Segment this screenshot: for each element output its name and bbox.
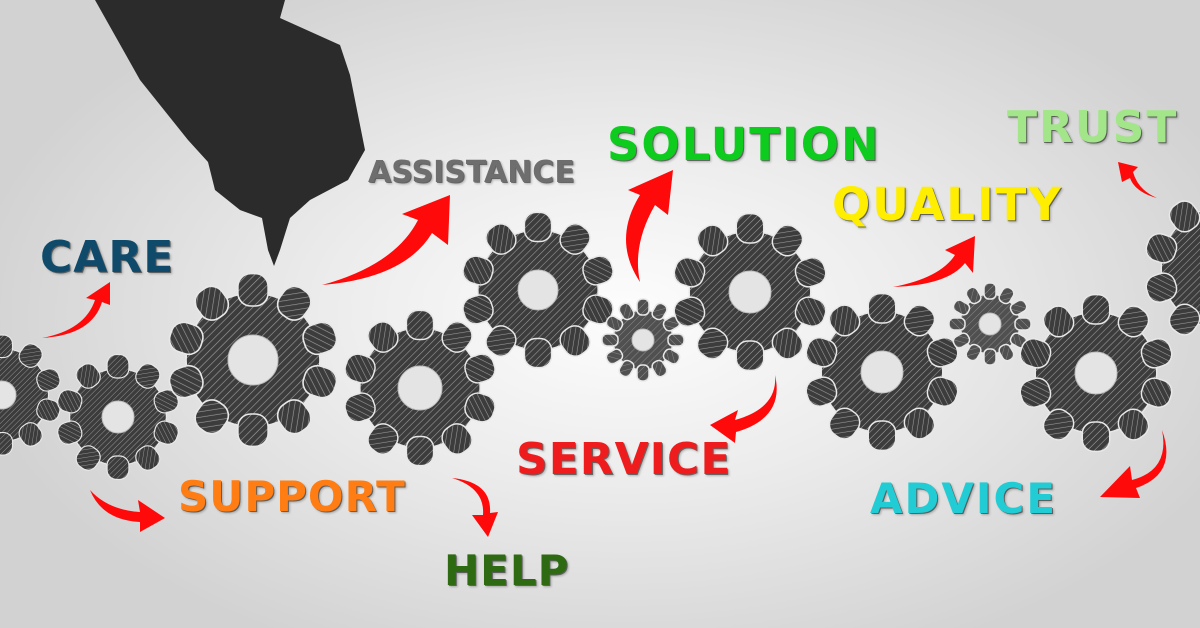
word-care: CARE <box>40 232 175 283</box>
gear-11 <box>1142 188 1200 348</box>
word-assistance: ASSISTANCE <box>368 155 575 190</box>
arrow-assistance <box>322 195 450 285</box>
arrow-quality <box>893 236 975 287</box>
arrow-care <box>42 282 110 338</box>
word-trust: TRUST <box>1007 102 1179 153</box>
arrow-help <box>452 478 498 537</box>
hand-silhouette <box>95 0 365 266</box>
word-quality: QUALITY <box>832 178 1063 231</box>
word-advice: ADVICE <box>870 474 1058 523</box>
arrow-advice <box>1100 430 1167 498</box>
arrow-trust <box>1118 162 1157 198</box>
gear-holes <box>0 269 1118 434</box>
arrow-solution <box>626 170 673 282</box>
word-service: SERVICE <box>516 434 732 485</box>
arrow-support <box>90 490 165 532</box>
word-help: HELP <box>444 546 570 595</box>
arrow-service <box>710 375 777 443</box>
arrows <box>42 162 1167 537</box>
word-support: SUPPORT <box>178 472 406 521</box>
word-solution: SOLUTION <box>607 118 881 171</box>
